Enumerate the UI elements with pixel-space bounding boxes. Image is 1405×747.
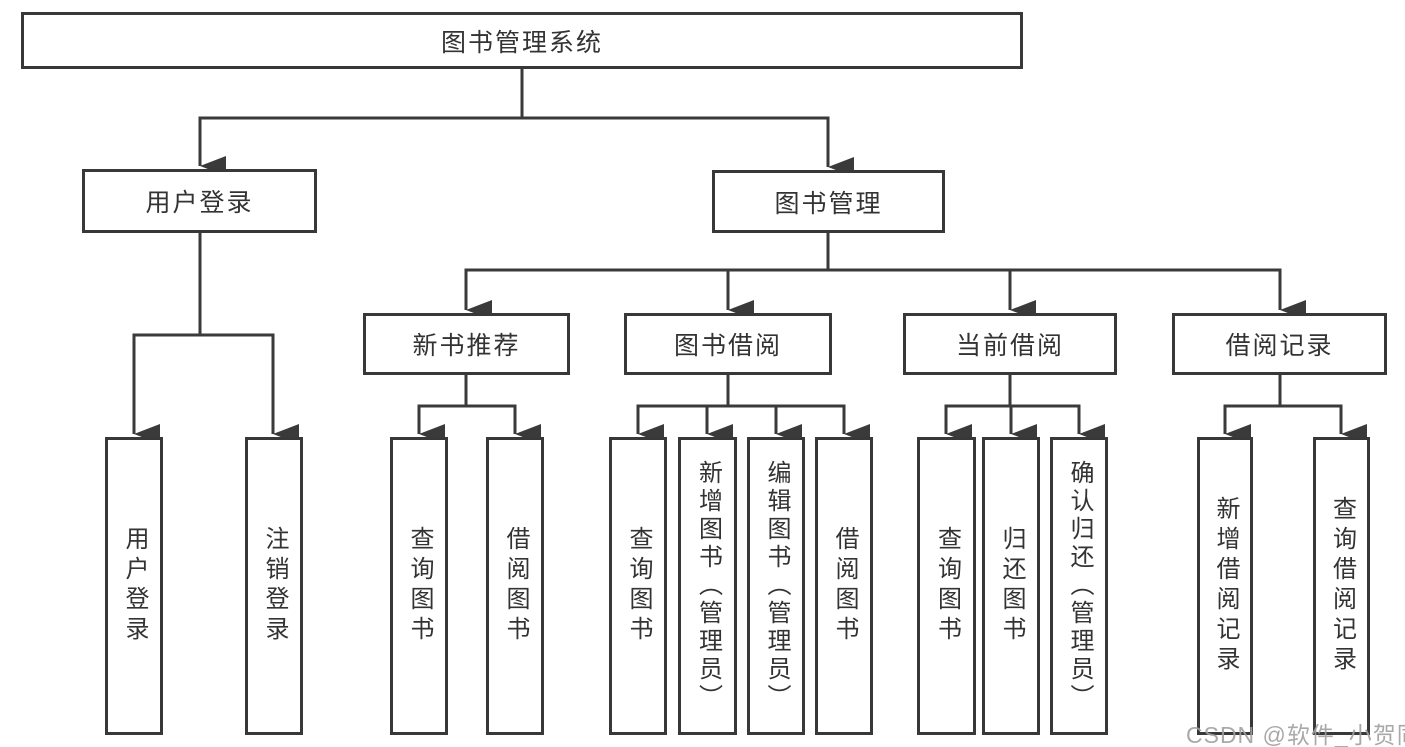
leaf-query-books-recommend: 查询图书 [390,437,448,735]
leaf-add-book-admin: 新增图书（管理员） [678,437,737,735]
node-new-book-recommendation: 新书推荐 [363,313,570,375]
leaf-return-books: 归还图书 [982,437,1040,735]
node-book-borrowing: 图书借阅 [624,313,832,375]
leaf-confirm-return-admin: 确认归还（管理员） [1050,437,1108,735]
node-user-login: 用户登录 [82,169,317,233]
leaf-query-borrow-record: 查询借阅记录 [1313,437,1370,735]
leaf-edit-book-admin: 编辑图书（管理员） [747,437,805,735]
leaf-add-borrow-record: 新增借阅记录 [1197,437,1253,735]
leaf-query-books-borrowing: 查询图书 [609,437,667,735]
node-library-management-system: 图书管理系统 [21,12,1023,69]
leaf-query-books-current: 查询图书 [917,437,976,735]
node-current-borrowing: 当前借阅 [903,313,1117,375]
csdn-watermark: CSDN @软件_小贺同学 [1186,722,1405,747]
leaf-borrow-books-borrowing: 借阅图书 [815,437,873,735]
leaf-borrow-books-recommend: 借阅图书 [486,437,544,735]
node-borrowing-records: 借阅记录 [1172,313,1387,375]
leaf-user-login: 用户登录 [105,437,163,735]
node-book-management: 图书管理 [712,170,945,233]
leaf-logout: 注销登录 [245,437,303,735]
